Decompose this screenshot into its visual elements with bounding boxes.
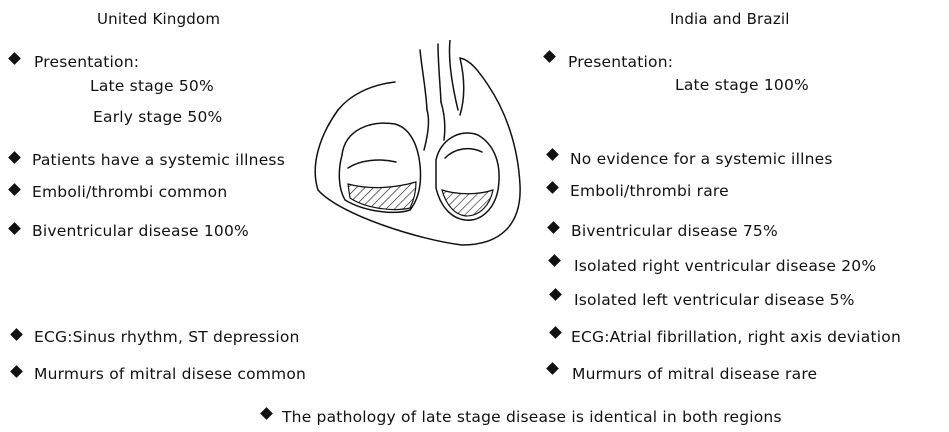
right-ecg: ECG:Atrial fibrillation, right axis devi…	[571, 328, 901, 346]
diamond-bullet-icon	[549, 288, 562, 301]
left-hatched-region	[348, 182, 416, 210]
diamond-bullet-icon	[8, 183, 21, 196]
left-item-systemic: Patients have a systemic illness	[32, 151, 285, 169]
right-item-isolated-right: Isolated right ventricular disease 20%	[574, 257, 876, 275]
heart-cross-section-illustration	[300, 40, 530, 270]
diamond-bullet-icon	[547, 221, 560, 234]
diamond-bullet-icon	[260, 407, 273, 420]
left-murmurs: Murmurs of mitral disese common	[34, 365, 306, 383]
left-late-stage: Late stage 50%	[90, 77, 214, 95]
diamond-bullet-icon	[543, 50, 556, 63]
diamond-bullet-icon	[546, 362, 559, 375]
left-item-emboli: Emboli/thrombi common	[32, 183, 227, 201]
left-early-stage: Early stage 50%	[93, 108, 222, 126]
diamond-bullet-icon	[549, 326, 562, 339]
right-late-stage: Late stage 100%	[675, 76, 809, 94]
diamond-bullet-icon	[10, 328, 23, 341]
diamond-bullet-icon	[8, 222, 21, 235]
left-column-heading: United Kingdom	[97, 10, 220, 28]
diamond-bullet-icon	[10, 365, 23, 378]
footer-statement: The pathology of late stage disease is i…	[282, 408, 782, 426]
left-presentation-label: Presentation:	[34, 53, 139, 71]
right-column-heading: India and Brazil	[670, 10, 790, 28]
right-presentation-label: Presentation:	[568, 53, 673, 71]
diamond-bullet-icon	[546, 148, 559, 161]
right-item-biventricular: Biventricular disease 75%	[571, 222, 778, 240]
diamond-bullet-icon	[8, 151, 21, 164]
right-murmurs: Murmurs of mitral disease rare	[572, 365, 817, 383]
left-ecg: ECG:Sinus rhythm, ST depression	[34, 328, 300, 346]
diamond-bullet-icon	[548, 254, 561, 267]
right-item-systemic: No evidence for a systemic illnes	[570, 150, 833, 168]
right-item-emboli: Emboli/thrombi rare	[570, 182, 729, 200]
right-item-isolated-left: Isolated left ventricular disease 5%	[574, 291, 855, 309]
left-item-biventricular: Biventricular disease 100%	[32, 222, 249, 240]
diamond-bullet-icon	[8, 52, 21, 65]
diamond-bullet-icon	[546, 181, 559, 194]
